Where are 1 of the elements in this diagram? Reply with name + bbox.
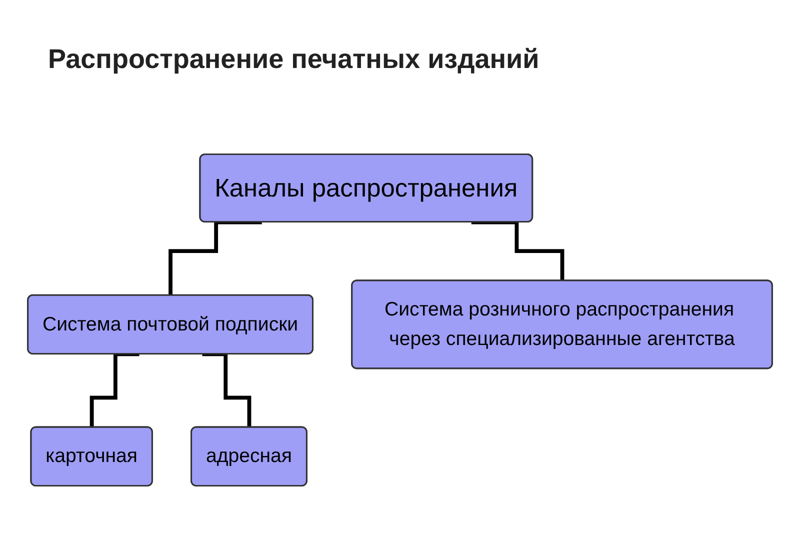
slide-title: Распространение печатных изданий: [48, 44, 540, 75]
